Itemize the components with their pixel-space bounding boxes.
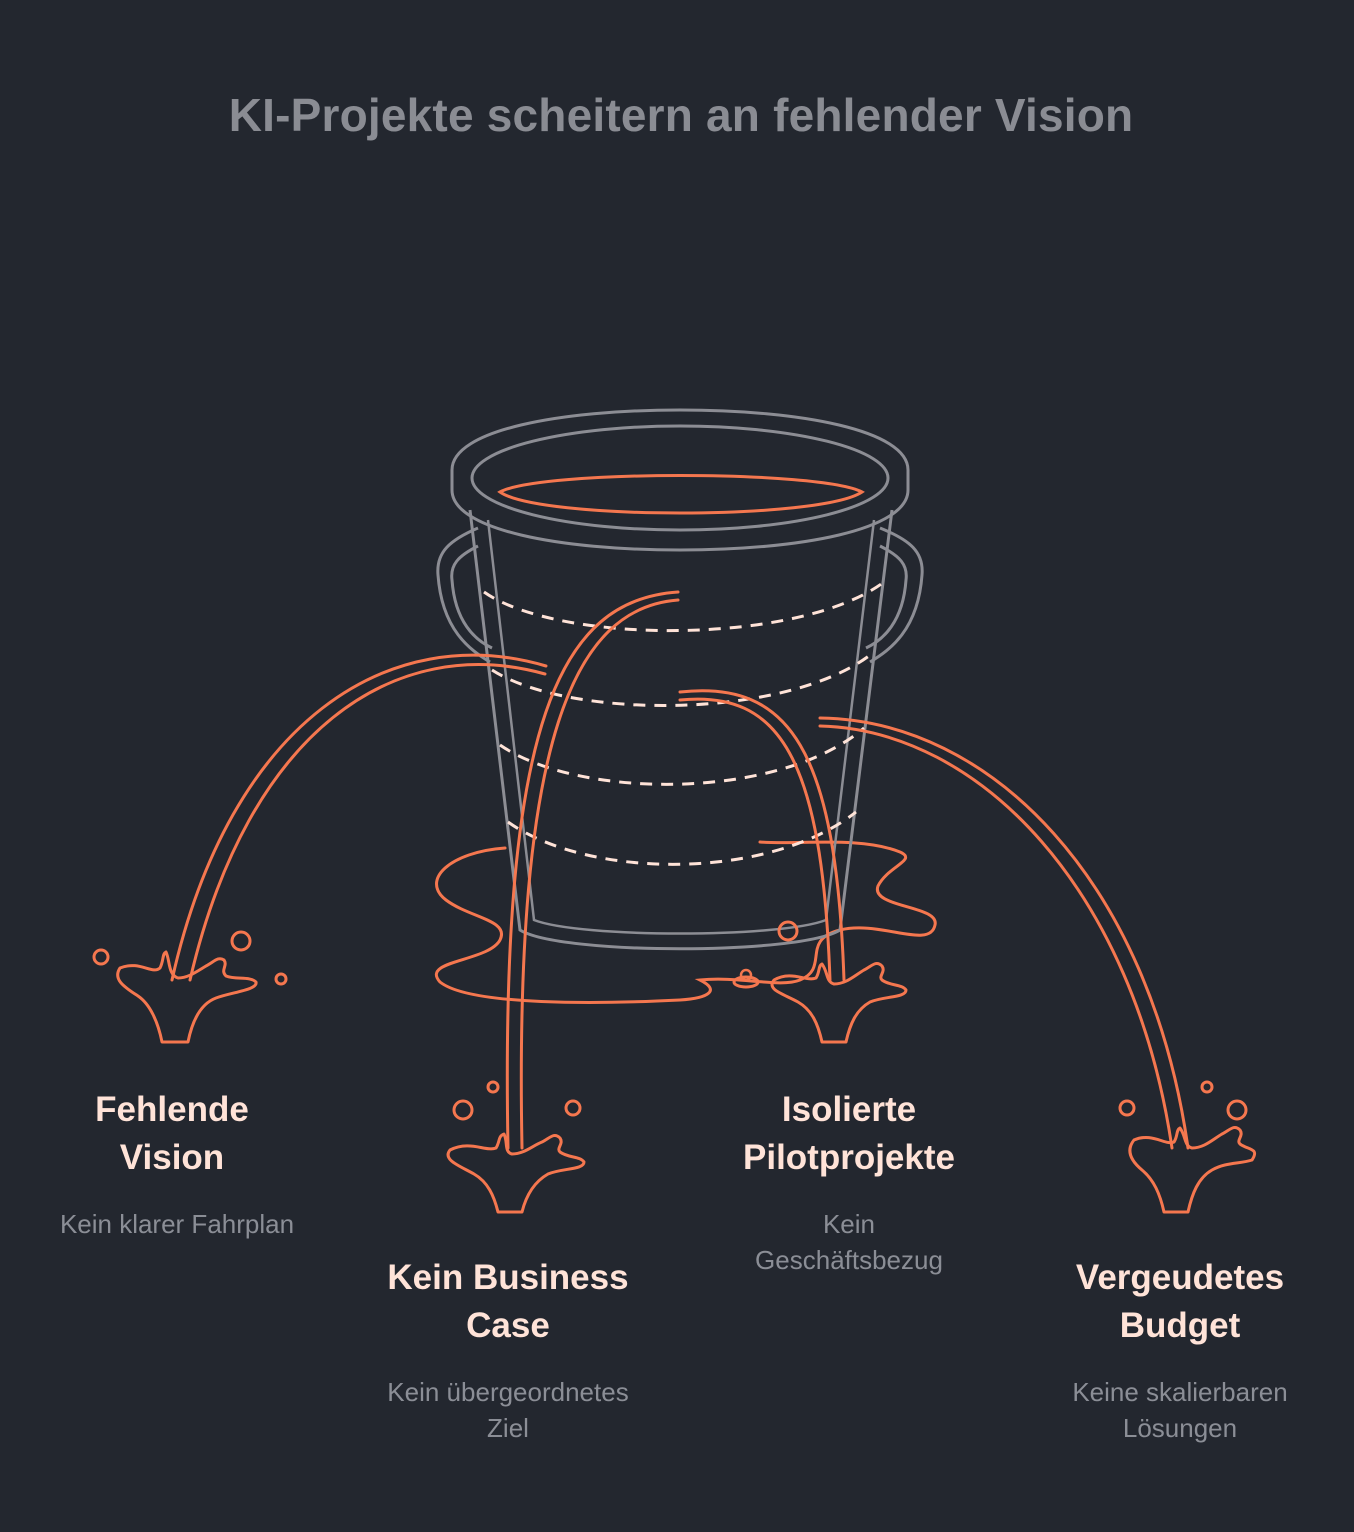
leak-stream-fehlende-vision	[170, 653, 548, 982]
puddle-drop	[732, 975, 760, 989]
leak-stream-kein-business-case	[505, 590, 680, 1150]
leak-description: Kein klarer Fahrplan	[59, 1209, 295, 1239]
bucket-body	[468, 509, 894, 951]
bucket-handle	[436, 526, 493, 664]
leak-description: Kein Geschäftsbezug	[755, 1209, 943, 1275]
liquid-surface	[497, 474, 865, 515]
splash-vergeudetes-budget	[1118, 1080, 1257, 1214]
leak-label: Vergeudetes Budget	[1075, 1258, 1285, 1345]
bucket-bands	[483, 580, 885, 866]
splash-isolierte-pilotprojekte	[770, 920, 908, 1044]
splash-fehlende-vision	[92, 930, 288, 1044]
leak-stream-isolierte-pilotprojekte	[678, 689, 846, 982]
leak-label: Isolierte Pilotprojekte	[743, 1090, 955, 1177]
leak-label: Kein Business Case	[387, 1258, 629, 1345]
page-title: KI-Projekte scheitern an fehlender Visio…	[228, 89, 1134, 141]
leak-label: Fehlende Vision	[95, 1090, 249, 1177]
bucket-rim	[450, 408, 910, 552]
leak-description: Keine skalierbaren Lösungen	[1072, 1377, 1288, 1443]
leak-stream-vergeudetes-budget	[818, 716, 1190, 1150]
splash-kein-business-case	[446, 1080, 586, 1214]
leak-description: Kein übergeordnetes Ziel	[387, 1377, 629, 1443]
